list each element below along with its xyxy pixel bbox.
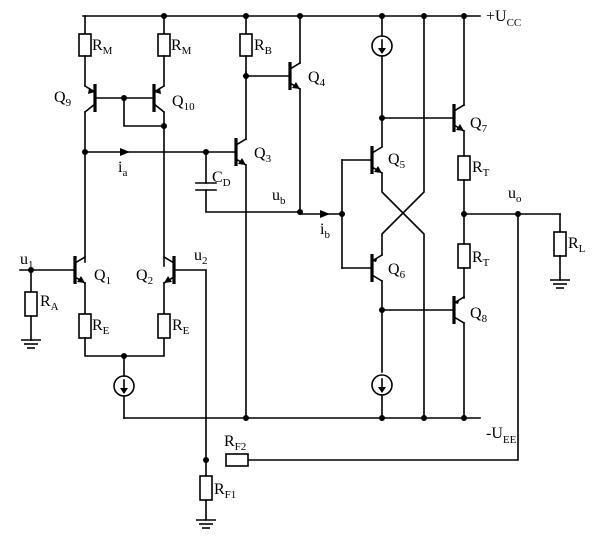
rf1-label: RF1 xyxy=(214,481,236,501)
q8-label: Q8 xyxy=(470,305,488,325)
u1-label: u1 xyxy=(20,251,34,271)
q5-label: Q5 xyxy=(388,151,406,171)
q10-label: Q10 xyxy=(172,93,195,113)
ucc-label: +UCC xyxy=(486,8,521,29)
q2-transistor xyxy=(162,255,176,315)
rl-label: RL xyxy=(568,235,586,255)
q4-transistor xyxy=(288,15,302,215)
rt1-label: RT xyxy=(472,159,490,179)
ra-label: RA xyxy=(40,293,59,313)
q4-label: Q4 xyxy=(308,69,326,89)
bottom-current-source xyxy=(371,374,393,419)
u2-wire xyxy=(173,269,207,521)
ib-arrow xyxy=(320,210,330,218)
rf1-resistor xyxy=(196,475,216,529)
q2-label: Q2 xyxy=(136,267,153,287)
q3-transistor xyxy=(234,71,248,419)
q3-label: Q3 xyxy=(254,145,272,165)
rm1-label: RM xyxy=(92,37,113,57)
ra-resistor xyxy=(21,269,41,349)
rm2-resistor xyxy=(157,15,171,87)
rt1-resistor xyxy=(457,130,471,245)
re2-resistor xyxy=(157,313,171,339)
q10-transistor xyxy=(152,84,166,127)
tail-current-source xyxy=(113,355,135,419)
top-current-source xyxy=(371,15,393,147)
re1-label: RE xyxy=(92,317,110,337)
rb-resistor xyxy=(239,15,253,77)
q7-label: Q7 xyxy=(470,115,488,135)
ib-label: ib xyxy=(320,221,330,241)
q8-transistor xyxy=(452,295,466,419)
mirror-diode-wire xyxy=(123,97,165,127)
q1-label: Q1 xyxy=(94,267,111,287)
q7-transistor xyxy=(452,15,466,133)
q1-transistor xyxy=(73,255,87,315)
rt2-label: RT xyxy=(472,249,490,269)
ia-arrow xyxy=(120,148,130,156)
ia-label: ia xyxy=(118,159,127,179)
rm2-label: RM xyxy=(171,37,192,57)
cd-capacitor xyxy=(195,151,301,213)
q5-transistor xyxy=(370,145,425,419)
rl-resistor xyxy=(550,213,570,289)
rm1-resistor xyxy=(78,15,92,87)
q6-label: Q6 xyxy=(388,261,406,281)
q6-transistor xyxy=(370,15,425,373)
rt2-resistor xyxy=(457,243,471,299)
rf2-resistor xyxy=(225,453,249,467)
cd-label: CD xyxy=(212,169,231,189)
uee-label: -UEE xyxy=(486,425,517,446)
q9-transistor xyxy=(83,84,97,153)
rf2-label: RF2 xyxy=(224,433,246,453)
uo-label: uo xyxy=(508,185,522,205)
q9-label: Q9 xyxy=(54,89,72,109)
ub-label: ub xyxy=(272,187,286,207)
re2-label: RE xyxy=(172,317,190,337)
rb-label: RB xyxy=(254,37,272,57)
u2-label: u2 xyxy=(194,247,208,267)
feedback-wire xyxy=(245,213,519,461)
junction-dots xyxy=(28,13,521,463)
